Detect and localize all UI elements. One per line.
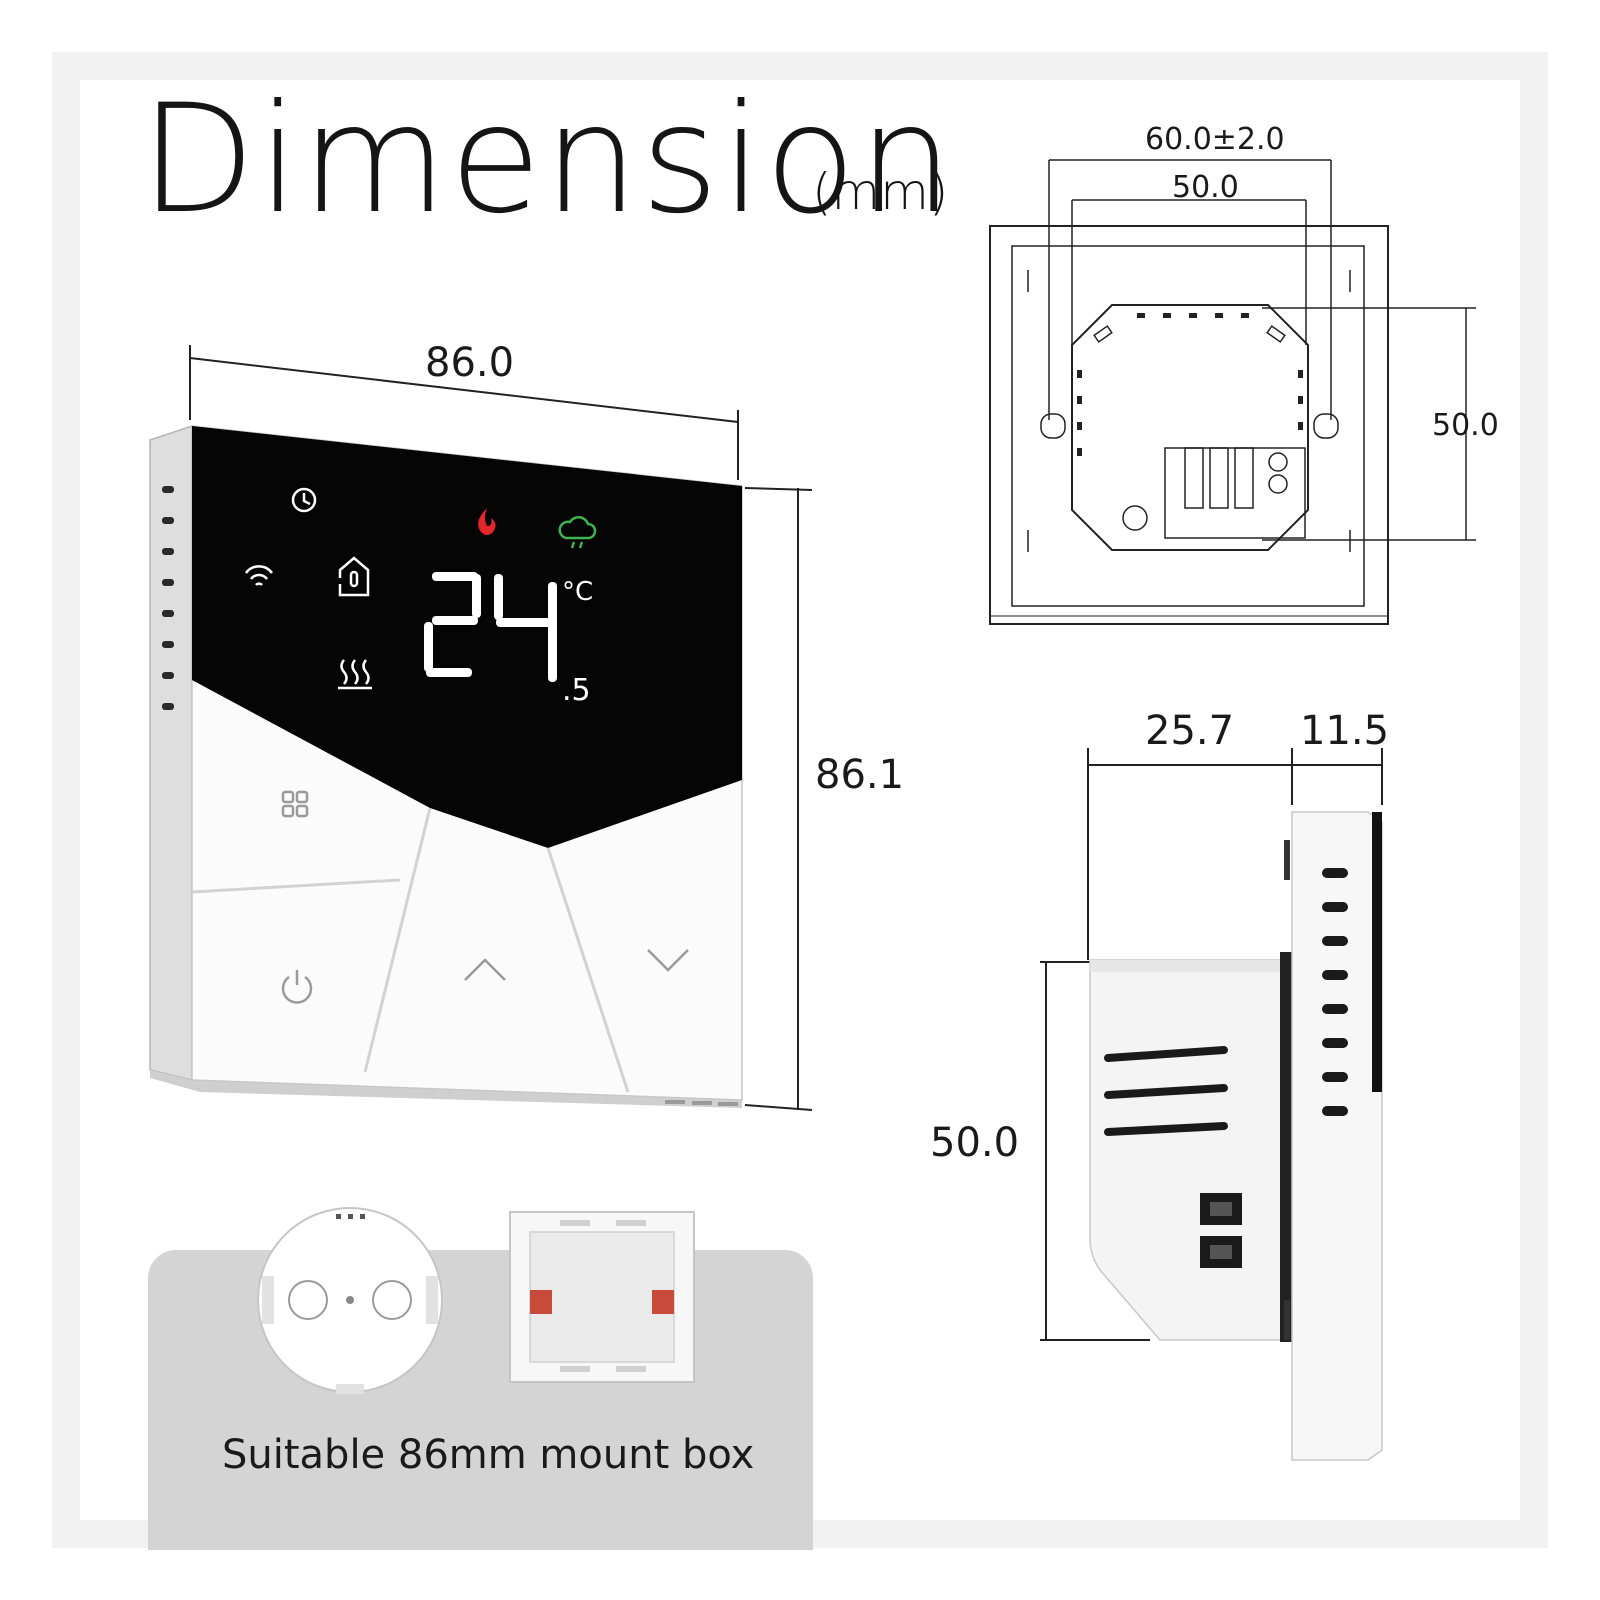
page-title: Dimension — [140, 73, 956, 247]
side-view — [1040, 748, 1383, 1461]
power-icon — [281, 970, 313, 1004]
rear-height-label: 50.0 — [1432, 408, 1499, 443]
home-thermometer-icon — [338, 556, 370, 597]
front-width-dimension-line — [189, 357, 739, 423]
chevron-down-icon — [647, 949, 689, 972]
temperature-decimal: .5 — [562, 673, 591, 708]
page-title-unit: (mm) — [812, 163, 949, 221]
square-mount-box — [509, 1211, 695, 1383]
wifi-icon — [244, 565, 274, 586]
clock-icon — [291, 487, 317, 513]
rear-view — [989, 159, 1476, 625]
temperature-digits — [424, 572, 557, 682]
side-height-label: 50.0 — [930, 1120, 1020, 1166]
flame-icon — [478, 508, 496, 535]
rear-outer-width-label: 60.0±2.0 — [1145, 122, 1285, 157]
temperature-unit: °C — [562, 577, 593, 607]
front-width-label: 86.0 — [425, 340, 515, 386]
chevron-up-icon — [464, 958, 506, 981]
mount-box-caption: Suitable 86mm mount box — [222, 1432, 755, 1478]
side-depth-label: 25.7 — [1145, 708, 1235, 754]
rear-inner-width-label: 50.0 — [1172, 170, 1239, 205]
side-thickness-label: 11.5 — [1300, 708, 1390, 754]
floor-heating-icon — [338, 659, 372, 690]
cooling-icon — [558, 515, 597, 549]
front-view: .5 °C — [149, 345, 813, 1111]
display-screen — [192, 426, 742, 848]
front-height-label: 86.1 — [815, 752, 905, 798]
round-mount-box — [257, 1207, 443, 1394]
menu-grid-icon — [281, 790, 309, 818]
